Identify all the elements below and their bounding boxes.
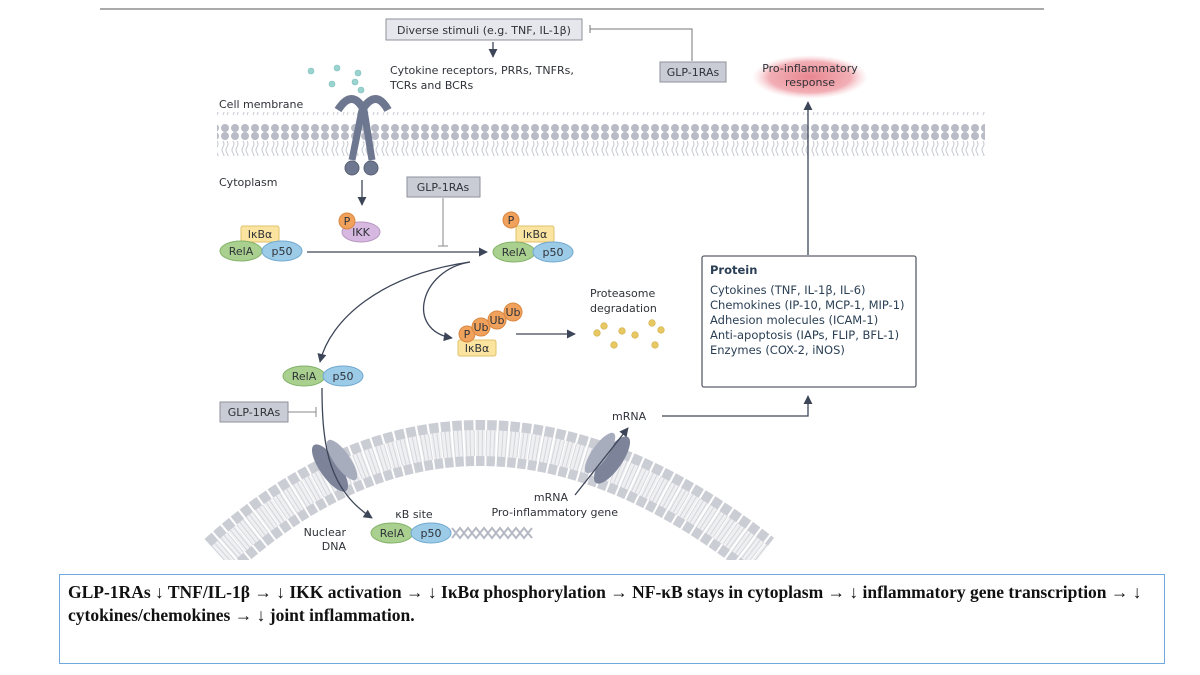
svg-text:Chemokines (IP-10, MCP-1, MIP-: Chemokines (IP-10, MCP-1, MIP-1) — [710, 298, 905, 312]
svg-text:RelA: RelA — [229, 245, 254, 258]
svg-text:Anti-apoptosis (IAPs, FLIP, BF: Anti-apoptosis (IAPs, FLIP, BFL-1) — [710, 328, 899, 342]
mrna-label: mRNA — [612, 410, 647, 423]
svg-text:Ub: Ub — [473, 321, 488, 334]
svg-text:Cytokines (TNF, IL-1β, IL-6): Cytokines (TNF, IL-1β, IL-6) — [710, 283, 866, 297]
translation-arrow — [662, 395, 813, 417]
nfkb-pikba-complex: IκBα P RelA p50 — [492, 211, 574, 263]
pro-inflammatory-gene-label: Pro-inflammatory gene — [491, 506, 618, 519]
nuclear-translocation-arrow-top — [317, 261, 471, 363]
svg-text:GLP-1RAs: GLP-1RAs — [417, 181, 470, 194]
svg-text:p50: p50 — [421, 527, 442, 540]
dna-helix — [451, 526, 533, 540]
svg-text:Ub: Ub — [505, 306, 520, 319]
receptors-line-2: TCRs and BCRs — [389, 79, 473, 92]
pro-inflammatory-response: Pro-inflammatory response — [752, 55, 868, 99]
svg-text:RelA: RelA — [502, 246, 527, 259]
ligand-dots — [307, 64, 365, 94]
glp1ras-box-top: GLP-1RAs — [659, 61, 727, 83]
mrna-export-arrow — [574, 427, 629, 496]
svg-text:IκBα: IκBα — [465, 342, 490, 355]
svg-text:p50: p50 — [333, 370, 354, 383]
kb-site-label: κB site — [395, 508, 433, 521]
mechanism-summary: GLP-1RAs ↓ TNF/IL-1β → ↓ IKK activation … — [59, 574, 1165, 664]
svg-text:P: P — [508, 214, 515, 227]
free-nfkb: RelA p50 — [282, 365, 364, 387]
protein-box: Protein Cytokines (TNF, IL-1β, IL-6) Che… — [701, 255, 917, 388]
stimuli-box: Diverse stimuli (e.g. TNF, IL-1β) — [385, 18, 583, 41]
svg-text:response: response — [785, 76, 835, 89]
stimuli-label: Diverse stimuli (e.g. TNF, IL-1β) — [397, 24, 571, 37]
svg-text:P: P — [344, 215, 351, 228]
receptor — [334, 95, 392, 176]
ubiquitination-arrow — [423, 261, 471, 342]
cell-membrane-label: Cell membrane — [219, 98, 303, 111]
nuclear-pore-left — [311, 439, 358, 492]
ikk-complex: IKK P — [338, 212, 381, 243]
svg-text:IKK: IKK — [352, 226, 370, 239]
nuclear-dna-label-2: DNA — [322, 540, 347, 553]
svg-text:Ub: Ub — [489, 314, 504, 327]
glp1ras-box-bottom: GLP-1RAs — [219, 401, 289, 423]
nuclear-pore-right — [584, 432, 631, 484]
receptors-line-1: Cytokine receptors, PRRs, TNFRs, — [390, 64, 574, 77]
proteasome-label-2: degradation — [590, 302, 657, 315]
nuclear-dna-label-1: Nuclear — [304, 526, 347, 539]
proteasome-label-1: Proteasome — [590, 287, 655, 300]
nuclear-translocation-arrow — [321, 387, 373, 519]
cell-membrane — [217, 112, 985, 156]
svg-text:RelA: RelA — [380, 527, 405, 540]
ubiquitinated-ikba: IκBα P Ub Ub Ub — [457, 302, 523, 357]
svg-text:p50: p50 — [543, 246, 564, 259]
svg-text:Adhesion molecules (ICAM-1): Adhesion molecules (ICAM-1) — [710, 313, 878, 327]
svg-text:IκBα: IκBα — [248, 228, 273, 241]
svg-text:GLP-1RAs: GLP-1RAs — [228, 406, 281, 419]
glp1ras-box-middle: GLP-1RAs — [406, 176, 481, 198]
svg-text:Pro-inflammatory: Pro-inflammatory — [762, 62, 858, 75]
svg-text:p50: p50 — [272, 245, 293, 258]
glp-inhibit-stimuli-line — [590, 28, 693, 61]
svg-text:IκBα: IκBα — [523, 228, 548, 241]
nfkb-bound-dna: RelA p50 — [370, 522, 452, 544]
svg-text:P: P — [464, 328, 471, 341]
nfkb-pathway-diagram: Diverse stimuli (e.g. TNF, IL-1β) Cytoki… — [100, 8, 1044, 560]
svg-text:GLP-1RAs: GLP-1RAs — [667, 66, 720, 79]
svg-text:RelA: RelA — [292, 370, 317, 383]
mrna-gene-label: mRNA — [534, 491, 569, 504]
svg-text:Enzymes (COX-2, iNOS): Enzymes (COX-2, iNOS) — [710, 343, 845, 357]
svg-text:Protein: Protein — [710, 263, 757, 277]
nfkb-ikba-complex-left: IκBα RelA p50 — [219, 225, 303, 262]
degradation-fragments — [593, 319, 665, 349]
cytoplasm-label: Cytoplasm — [219, 176, 277, 189]
